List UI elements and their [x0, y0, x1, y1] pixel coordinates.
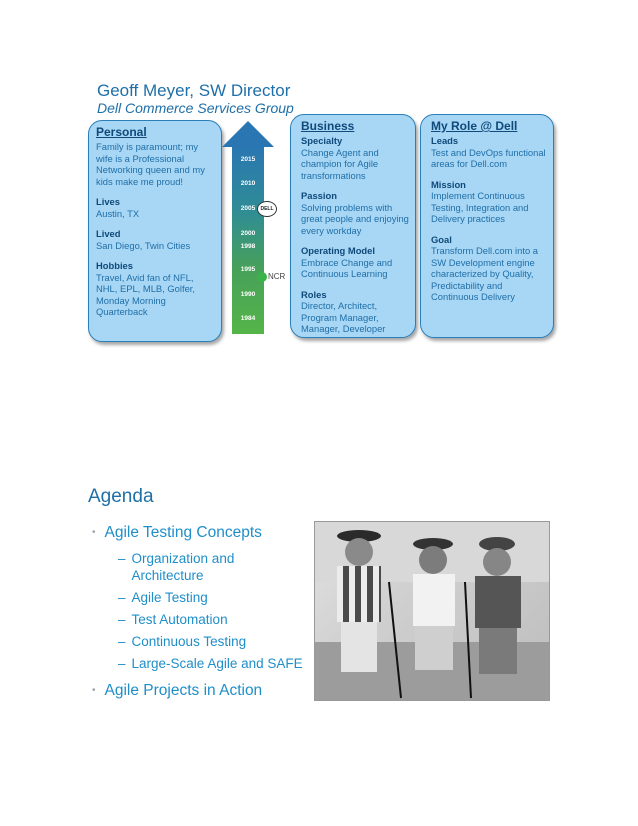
dash-icon: –: [118, 656, 126, 671]
hobbies-label: Hobbies: [96, 260, 133, 271]
operating-model-value: Embrace Change and Continuous Learning: [301, 256, 393, 280]
goal-label: Goal: [431, 233, 452, 245]
roles-value: Director, Architect, Program Manager, Ma…: [301, 300, 386, 334]
timeline-bar: 2015 2010 2005 2000 1998 1995 1990 1984: [232, 146, 264, 334]
leads-value: Test and DevOps functional areas for Del…: [431, 146, 546, 170]
lived-value: San Diego, Twin Cities: [96, 239, 191, 251]
business-heading: Business: [301, 119, 355, 133]
ncr-logo-text: NCR: [268, 272, 286, 282]
role-card: My Role @ Dell Leads Test and DevOps fun…: [420, 114, 554, 338]
bullet-dot-icon: •: [92, 685, 96, 697]
lived-label: Lived: [96, 228, 121, 239]
timeline-year: 2010: [240, 180, 256, 187]
agenda-subitem-text: Agile Testing: [131, 590, 208, 605]
agenda-sublist: –Organization and Architecture –Agile Te…: [118, 550, 303, 672]
passion-label: Passion: [301, 190, 337, 201]
agenda-subitem: –Large-Scale Agile and SAFE: [118, 655, 303, 672]
ncr-logo-icon: NCR: [257, 272, 285, 282]
slide1-subtitle: Dell Commerce Services Group: [97, 100, 294, 116]
goal-value: Transform Dell.com into a SW Development…: [431, 245, 538, 302]
business-card: Business Specialty Change Agent and cham…: [290, 114, 416, 338]
timeline-year: 2015: [240, 156, 256, 163]
agenda-subitem-text: Test Automation: [131, 612, 228, 627]
agenda-list: •Agile Testing Concepts –Organization an…: [92, 524, 303, 700]
specialty-label: Specialty: [301, 135, 343, 146]
roles-label: Roles: [301, 288, 327, 300]
agenda-subitem-text: Large-Scale Agile and SAFE: [131, 656, 303, 671]
agenda-subitem: –Test Automation: [118, 611, 303, 628]
agenda-bullet: • Agile Testing Concepts: [92, 524, 303, 546]
timeline-arrow-head: [222, 121, 274, 147]
personal-heading: Personal: [96, 125, 147, 139]
agenda-subitem-text: Organization and Architecture: [131, 551, 235, 583]
operating-model-label: Operating Model: [301, 245, 375, 256]
dash-icon: –: [118, 634, 126, 649]
agenda-subitem: –Continuous Testing: [118, 633, 303, 650]
role-heading: My Role @ Dell: [431, 119, 518, 133]
bullet-dot-icon: •: [92, 527, 96, 539]
hobbies-value: Travel, Avid fan of NFL, NHL, EPL, MLB, …: [96, 271, 195, 318]
dash-icon: –: [118, 612, 126, 627]
three-golfers-photo: [314, 521, 550, 701]
dash-icon: –: [118, 551, 126, 566]
photo-illustration: [315, 522, 549, 700]
timeline-year: 1990: [240, 291, 256, 298]
slide1-title: Geoff Meyer, SW Director: [97, 81, 291, 100]
agenda-subitem-text: Continuous Testing: [131, 634, 247, 649]
leads-label: Leads: [431, 135, 459, 146]
timeline-year: 2000: [240, 230, 256, 237]
personal-intro: Family is paramount; my wife is a Profes…: [96, 141, 205, 187]
passion-value: Solving problems with great people and e…: [301, 201, 409, 236]
agenda-bullet-text: Agile Testing Concepts: [104, 524, 262, 541]
timeline-year: 1998: [240, 243, 256, 250]
agenda-bullet: • Agile Projects in Action: [92, 682, 303, 700]
mission-value: Implement Continuous Testing, Integratio…: [431, 190, 529, 224]
agenda-subitem: –Agile Testing: [118, 589, 303, 606]
agenda-title: Agenda: [88, 486, 154, 507]
agenda-subitem: –Organization and Architecture: [118, 550, 248, 584]
lives-label: Lives: [96, 196, 120, 207]
specialty-value: Change Agent and champion for Agile tran…: [301, 146, 379, 181]
dell-logo-icon: DELL: [257, 201, 277, 217]
timeline-year: 2005: [240, 205, 256, 212]
lives-value: Austin, TX: [96, 207, 140, 219]
mission-label: Mission: [431, 178, 466, 190]
agenda-bullet-text: Agile Projects in Action: [104, 682, 263, 699]
personal-card: Personal Family is paramount; my wife is…: [88, 120, 222, 342]
timeline-year: 1984: [240, 315, 256, 322]
timeline-year: 1995: [240, 266, 256, 273]
dash-icon: –: [118, 590, 126, 605]
